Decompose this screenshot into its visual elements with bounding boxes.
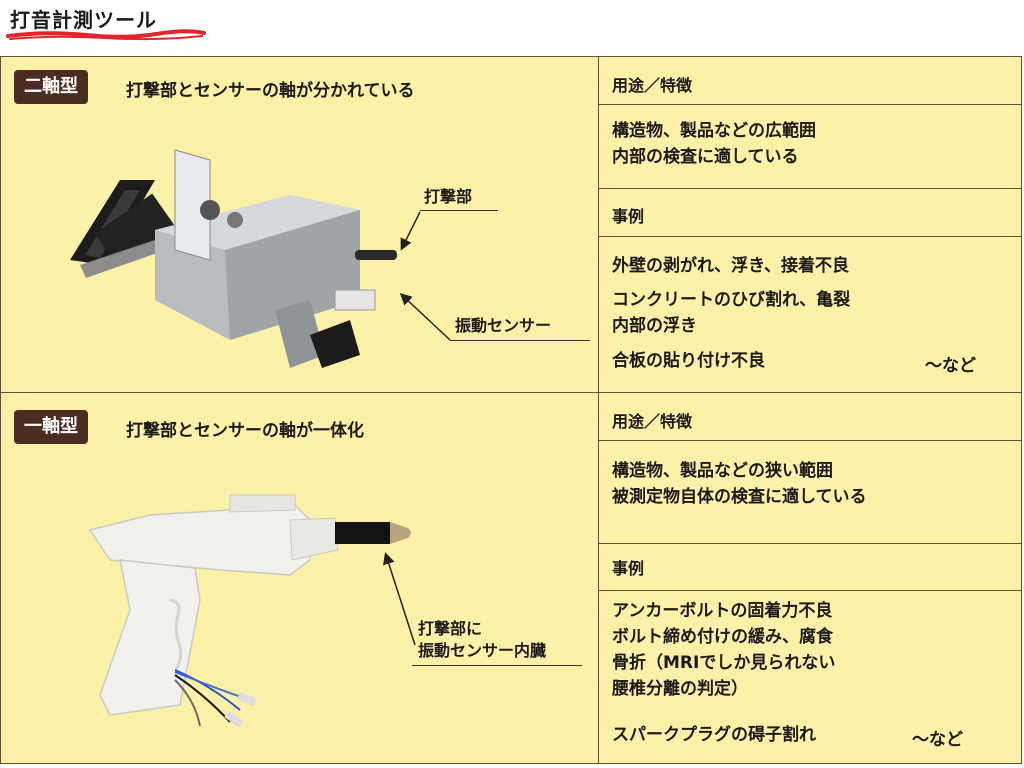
combined-label-underline [412,665,582,666]
one-axis-tester-photo [88,494,411,728]
hammer-label: 打撃部 [424,187,473,206]
type-badge-two-axis: 二軸型 [14,70,88,104]
usage-text-two-axis: 構造物、製品などの広範囲 内部の検査に適している [612,121,816,167]
sensor-label: 振動センサー [455,316,552,335]
type-description-two-axis: 打撃部とセンサーの軸が分かれている [126,81,415,101]
etc-suffix: ～など [912,730,963,750]
right-divider [598,188,1022,189]
page-title: 打音計測ツール [10,8,157,32]
hammer-label-underline [420,210,498,211]
right-divider [598,104,1022,105]
two-axis-tester-photo [70,149,397,368]
combined-label: 打撃部に 振動センサー内臓 [418,619,547,660]
right-divider [598,590,1022,591]
section-divider [0,392,1022,393]
case-item: 合板の貼り付け不良 [612,351,765,371]
cases-header-two-axis: 事例 [612,207,645,226]
sensor-label-underline [450,340,590,341]
right-divider [598,236,1022,237]
case-item: 外壁の剥がれ、浮き、接着不良 [612,256,849,276]
right-divider [598,543,1022,544]
right-divider [598,440,1022,441]
type-description-one-axis: 打撃部とセンサーの軸が一体化 [126,421,364,441]
usage-header-two-axis: 用途／特徴 [612,76,693,95]
case-item: コンクリートのひび割れ、亀裂 内部の浮き [612,290,851,336]
title-underline [6,29,206,41]
type-badge-one-axis: 一軸型 [14,410,88,444]
column-divider [598,56,599,764]
cases-header-one-axis: 事例 [612,559,645,578]
case-item: スパークプラグの碍子割れ [612,725,816,745]
case-item: アンカーボルトの固着力不良 ボルト締め付けの緩み、腐食 骨折（MRIでしか見られ… [612,601,836,699]
etc-suffix: ～など [925,356,976,376]
usage-text-one-axis: 構造物、製品などの狭い範囲 被測定物自体の検査に適している [612,461,867,507]
usage-header-one-axis: 用途／特徴 [612,412,693,431]
